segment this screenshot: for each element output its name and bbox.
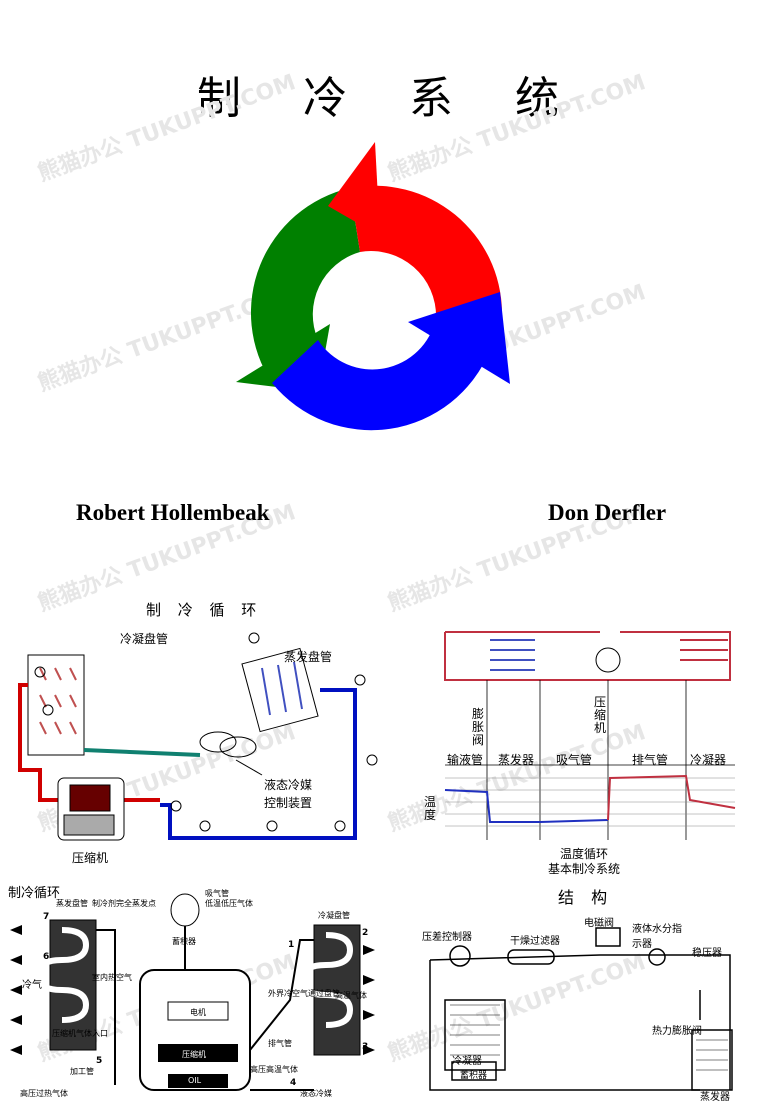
detail-label: 低温低压气体 [205,899,253,908]
detail-label: 压缩机气体入口 [52,1029,108,1038]
detail-label: 制冷剂完全蒸发点 [92,899,156,908]
detail-number: 3 [362,1042,369,1052]
control-label-1: 液态冷媒 [264,778,313,792]
col-suction-line: 吸气管 [556,753,593,767]
col-discharge-line: 排气管 [632,753,669,767]
detail-number: 7 [43,912,50,922]
detail-label: 蓄积器 [172,937,196,946]
structure-heading: 结 构 [558,888,614,907]
structure-label: 蓄积器 [460,1071,488,1081]
author-right: Don Derfler [548,500,667,525]
author-left: Robert Hollembeak [76,500,270,525]
detail-label: 电机 [190,1008,206,1017]
detail-number: 5 [96,1056,103,1066]
detail-label: 液态冷媒 [300,1089,332,1098]
col-liquid-line: 输液管 [447,753,484,767]
detail-label: 加工管 [70,1067,94,1076]
temp-caption-2: 基本制冷系统 [548,862,621,876]
temp-compressor-label: 压缩机 [594,695,607,735]
condenser-label: 冷凝盘管 [120,632,169,646]
structure-label: 冷凝器 [452,1056,482,1067]
structure-label: 压差控制器 [422,932,472,943]
structure-label: 干燥过滤器 [510,936,560,947]
cycle-heading: 制 冷 循 环 [146,601,263,619]
detail-label: 冷气 [22,980,42,991]
structure-label: 电磁阀 [584,918,614,929]
detail-label: 高压过热气体 [20,1089,68,1098]
detail-heading: 制冷循环 [8,886,61,901]
structure-label: 热力膨胀阀 [652,1026,702,1037]
expansion-valve-label: 膨胀阀 [472,707,485,747]
evaporator-label: 蒸发盘管 [284,650,333,664]
structure-label: 稳压器 [692,948,722,959]
structure-label: 蒸发器 [700,1092,730,1103]
detail-number: 6 [43,952,50,962]
detail-label: 外界冷空气通过盘管 [268,989,340,998]
temperature-axis-label: 温度 [424,795,437,822]
temp-caption-1: 温度循环 [560,847,609,861]
page-title: 制 冷 系 统 [197,73,583,124]
detail-number: 2 [362,928,369,938]
detail-label: 高温气体 [335,991,367,1000]
col-condenser: 冷凝器 [690,753,727,767]
detail-label: 蒸发盘管 [56,899,88,908]
detail-label: 室内热空气 [92,973,132,982]
control-label-2: 控制装置 [264,796,313,810]
detail-label: 吸气管 [205,889,229,898]
detail-number: 4 [290,1078,297,1088]
detail-number: 1 [288,940,295,950]
compressor-label: 压缩机 [72,851,109,865]
detail-label: 排气管 [268,1039,292,1048]
structure-label: 液体水分指示器 [632,924,682,950]
detail-label: OIL [188,1076,202,1085]
detail-label: 高压高温气体 [250,1065,298,1074]
detail-label: 压缩机 [182,1050,206,1059]
detail-label: 冷凝盘管 [318,911,350,920]
col-evaporator: 蒸发器 [498,753,535,767]
